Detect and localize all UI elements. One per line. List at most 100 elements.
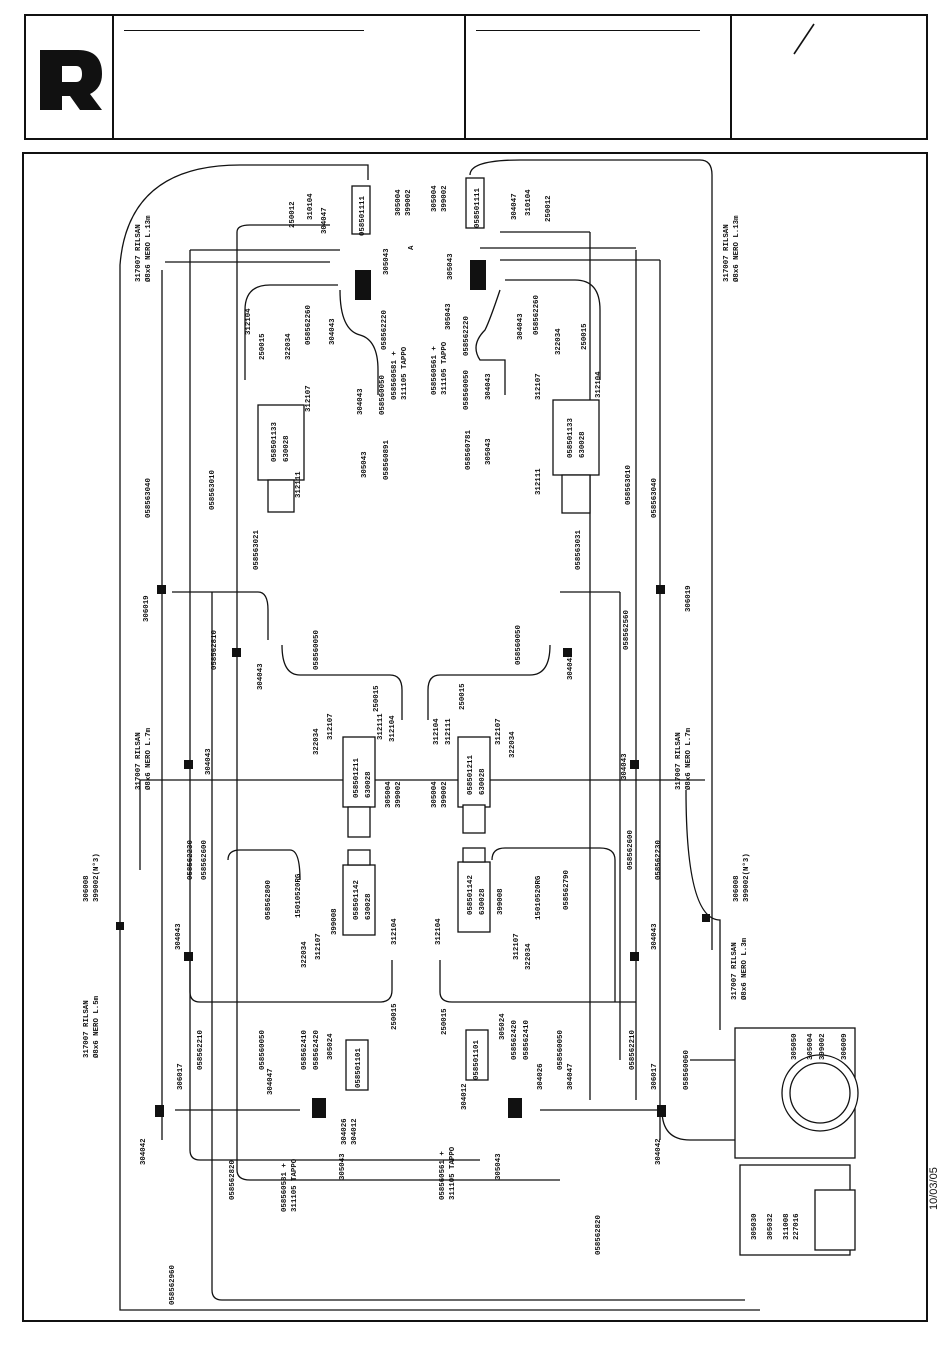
label-058563010-r: 058563010 [625, 465, 633, 505]
label-058560581-ll: 058560581 + [281, 1163, 289, 1212]
label-058562790: 058562790 [563, 870, 571, 910]
label-304043-ur2: 304043 [485, 373, 493, 400]
label-cyl-630028-ur: 630028 [579, 431, 587, 458]
label-058560891: 058560891 [383, 440, 391, 480]
label-058562410-r: 058562410 [523, 1020, 531, 1060]
label-rilsan-13m-r: 317007 RILSAN [723, 224, 731, 282]
fitting-306019-l [157, 585, 166, 594]
label-250012-l: 250012 [289, 201, 297, 228]
label-058562230-r: 058562230 [655, 840, 663, 880]
label-mark-a: A [408, 245, 416, 250]
cylinder-rod-right-mid [462, 804, 486, 834]
label-058562820-l: 058562820 [229, 1160, 237, 1200]
label-058562600-l: 058562600 [201, 840, 209, 880]
label-valve-058501111-l: 058501111 [359, 196, 367, 236]
label-305043-ur: 305043 [447, 253, 455, 280]
label-058560561-lr: 058560561 + [439, 1151, 447, 1200]
valve-block-left [312, 1098, 326, 1118]
label-399002n3-r: 399002(N°3) [742, 853, 751, 902]
fitting-304042-r [657, 1105, 666, 1117]
label-cyl-058501133-l: 058501133 [271, 422, 279, 462]
label-058562210-r: 058562210 [629, 1030, 637, 1070]
label-rilsan-5m-spec: Ø8x6 NERO L.5m [92, 995, 101, 1058]
company-logo [36, 44, 106, 114]
label-305043-ur2: 305043 [445, 303, 453, 330]
label-304043-ul2: 304043 [357, 388, 365, 415]
label-058562220-l: 058562220 [381, 310, 389, 350]
label-cyl-630028-ml: 630028 [365, 771, 373, 798]
label-304047-ll: 304047 [267, 1068, 275, 1095]
drawing-frame [22, 152, 928, 1322]
label-058560050-ul: 058560050 [379, 375, 387, 415]
label-250015-ur: 250015 [581, 323, 589, 350]
date-stamp: 10/03/05 [928, 1167, 940, 1210]
fitting-304042-l [155, 1105, 164, 1117]
label-cyl-630028-mr: 630028 [479, 768, 487, 795]
label-312107-ul: 312107 [305, 385, 313, 412]
label-250015-lr: 250015 [441, 1008, 449, 1035]
hose-058560050-low-r [439, 960, 636, 1003]
label-rilsan-13m-l-spec: Ø8x6 NERO L.13m [144, 215, 153, 282]
label-058560060: 058560060 [683, 1050, 691, 1090]
label-305032: 305032 [767, 1213, 775, 1240]
fitting-304043-mid-l [184, 760, 193, 769]
label-305024-r: 305024 [499, 1013, 507, 1040]
hose-058562790 [491, 847, 616, 1002]
label-322034-ur: 322034 [555, 328, 563, 355]
label-058560050-mid-r: 058560050 [515, 625, 523, 665]
label-058562810: 058562810 [211, 630, 219, 670]
label-rilsan-3m-spec: Ø8x6 NERO L.3m [740, 937, 749, 1000]
label-322034-mr: 322034 [509, 731, 517, 758]
cylinder-058501142-left [342, 864, 376, 936]
label-058563021: 058563021 [253, 530, 261, 570]
label-312104-lr: 312104 [435, 918, 443, 945]
label-058562210-l: 058562210 [197, 1030, 205, 1070]
pipe-058562810-top [172, 591, 269, 640]
label-306017-r: 306017 [651, 1063, 659, 1090]
valve-058501111-right [465, 177, 485, 229]
label-rilsan-7m-r-spec: Ø8x6 NERO L.7m [684, 727, 693, 790]
label-cyl-058501142-l: 058501142 [353, 880, 361, 920]
label-305030: 305030 [751, 1213, 759, 1240]
label-058562260-r: 058562260 [533, 295, 541, 335]
label-058562420-l: 058562420 [313, 1030, 321, 1070]
sheet-slash-mark [790, 22, 820, 56]
supply-line-left [119, 265, 760, 1311]
fitting-304043-low-r [630, 952, 639, 961]
valve-block-top-left [355, 270, 371, 300]
label-304043-ur: 304043 [517, 313, 525, 340]
label-058562230-l: 058562230 [187, 840, 195, 880]
label-rilsan-5m: 317007 RILSAN [83, 1000, 91, 1058]
label-058560561-ur: 058560561 + [431, 346, 439, 395]
label-312107-ll: 312107 [315, 933, 323, 960]
cylinder-058501142-right [457, 861, 491, 933]
label-305050: 305050 [791, 1033, 799, 1060]
label-rilsan-7m-l-spec: Ø8x6 NERO L.7m [144, 727, 153, 790]
label-227016: 227016 [793, 1213, 801, 1240]
label-rilsan-7m-r: 317007 RILSAN [675, 732, 683, 790]
label-305024-l: 305024 [327, 1033, 335, 1060]
label-058562600-r: 058562600 [627, 830, 635, 870]
hose-058562800 [227, 849, 301, 881]
label-399002-ml: 399002 [395, 781, 403, 808]
label-058562960: 058562960 [169, 1265, 177, 1305]
label-cyl-058501211-r: 058501211 [467, 755, 475, 795]
hose-058560050-r [475, 289, 506, 395]
label-058562260-l: 058562260 [305, 305, 313, 345]
cylinder-rod-right-upper [561, 474, 591, 514]
label-058560050-low-l: 058560050 [259, 1030, 267, 1070]
label-058563040-l: 058563040 [145, 478, 153, 518]
label-250015-ll: 250015 [391, 1003, 399, 1030]
pipe-058563021 [236, 232, 560, 1181]
label-304043-r-b: 304043 [651, 923, 659, 950]
label-058562820-r: 058562820 [595, 1215, 603, 1255]
pipe-058563010 [189, 250, 480, 1161]
label-322034-ul: 322034 [285, 333, 293, 360]
label-304047-ur: 304047 [511, 193, 519, 220]
tee-306008-l [116, 922, 124, 930]
label-306009: 306009 [841, 1033, 849, 1060]
label-058560581-ul: 058560581 + [391, 351, 399, 400]
label-valve-058501101-l: 058501101 [355, 1048, 363, 1088]
supply-line-top-right [469, 159, 713, 950]
